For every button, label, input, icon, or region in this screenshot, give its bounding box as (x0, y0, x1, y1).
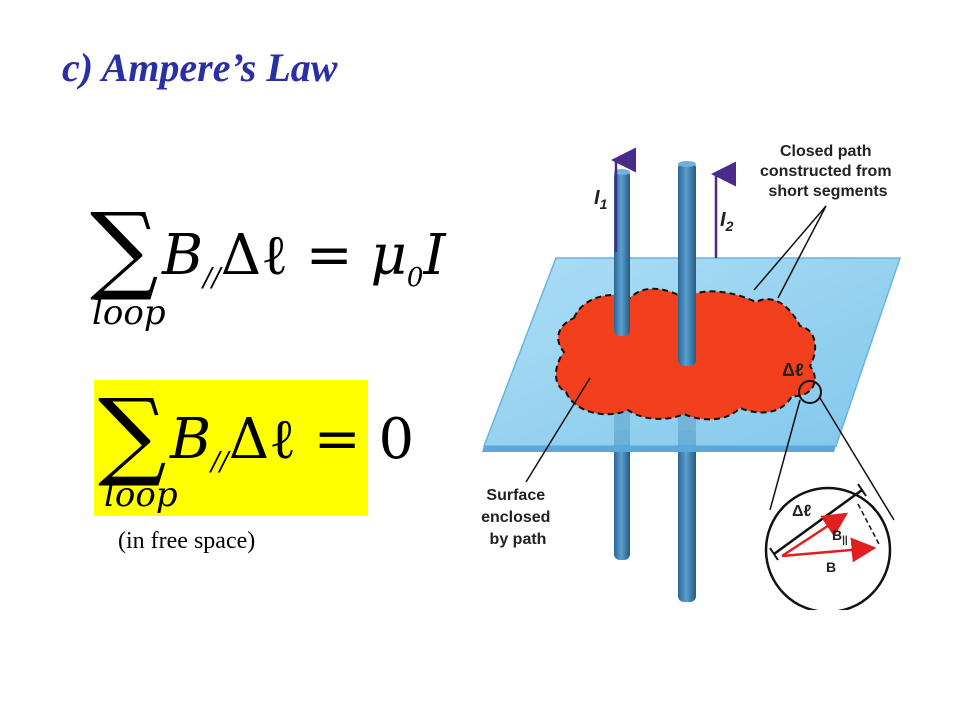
equals-sign: = (295, 407, 379, 472)
equation-body: B//Δℓ = 0 (170, 412, 414, 477)
surface-label: Surface enclosed by path (481, 487, 555, 548)
delta-l-symbol: Δℓ (220, 223, 288, 288)
slide-title: c) Ampere’s Law (62, 45, 338, 90)
segment-circle (798, 380, 822, 404)
closed-path-label: Closed path constructed from short segme… (760, 143, 896, 200)
magnifier-line-right (819, 397, 895, 521)
inset-segment-label: Δℓ (792, 503, 812, 520)
equation-body: B//Δℓ = μ0I (162, 228, 446, 293)
wire-1-upper (614, 170, 630, 336)
surface-pointer (525, 377, 591, 483)
current-symbol: I (423, 223, 446, 288)
closed-path-pointer-1 (753, 205, 827, 291)
closed-path-pointer-2 (777, 205, 827, 299)
free-space-equation-highlight: ∑ loop B//Δℓ = 0 (94, 378, 414, 516)
summation-subscript: loop (92, 293, 166, 333)
zero-value: 0 (378, 407, 415, 472)
wire-1-lower (614, 430, 630, 560)
wire-2-lower (678, 430, 696, 602)
b-symbol: B (170, 407, 212, 472)
inset-b-vector (781, 537, 877, 563)
magnifier-line-left (769, 399, 801, 511)
wire-2-top (678, 161, 696, 167)
ampere-diagram: I1 I2 Closed path constructed from short… (481, 143, 902, 610)
mu-subscript: 0 (406, 263, 424, 293)
mu-symbol: μ (370, 223, 407, 288)
current-2-label: I2 (720, 209, 734, 234)
delta-l-symbol: Δℓ (228, 407, 296, 472)
inset-segment (773, 488, 863, 556)
wire-2-upper (678, 162, 696, 366)
ampere-law-equation: ∑ loop B//Δℓ = μ0I (90, 192, 446, 340)
summation-symbol: ∑ (90, 192, 159, 304)
inset-b-par-label: B|| (832, 527, 848, 546)
parallel-subscript: // (211, 447, 229, 477)
free-space-note: (in free space) (118, 528, 256, 554)
inset-magnified-view: Δℓ B|| B (764, 483, 892, 610)
summation-symbol: ∑ (98, 378, 167, 490)
parallel-subscript: // (203, 263, 221, 293)
summation-subscript: loop (104, 475, 178, 515)
inset-b-label: B (826, 559, 836, 575)
free-space-equation: ∑ loop B//Δℓ = 0 (98, 378, 414, 516)
inset-b-par-vector (781, 512, 849, 558)
segment-label: Δℓ (782, 360, 804, 380)
equals-sign: = (287, 223, 371, 288)
b-symbol: B (162, 223, 204, 288)
plane-edge (482, 446, 836, 452)
current-1-label: I1 (594, 187, 608, 212)
